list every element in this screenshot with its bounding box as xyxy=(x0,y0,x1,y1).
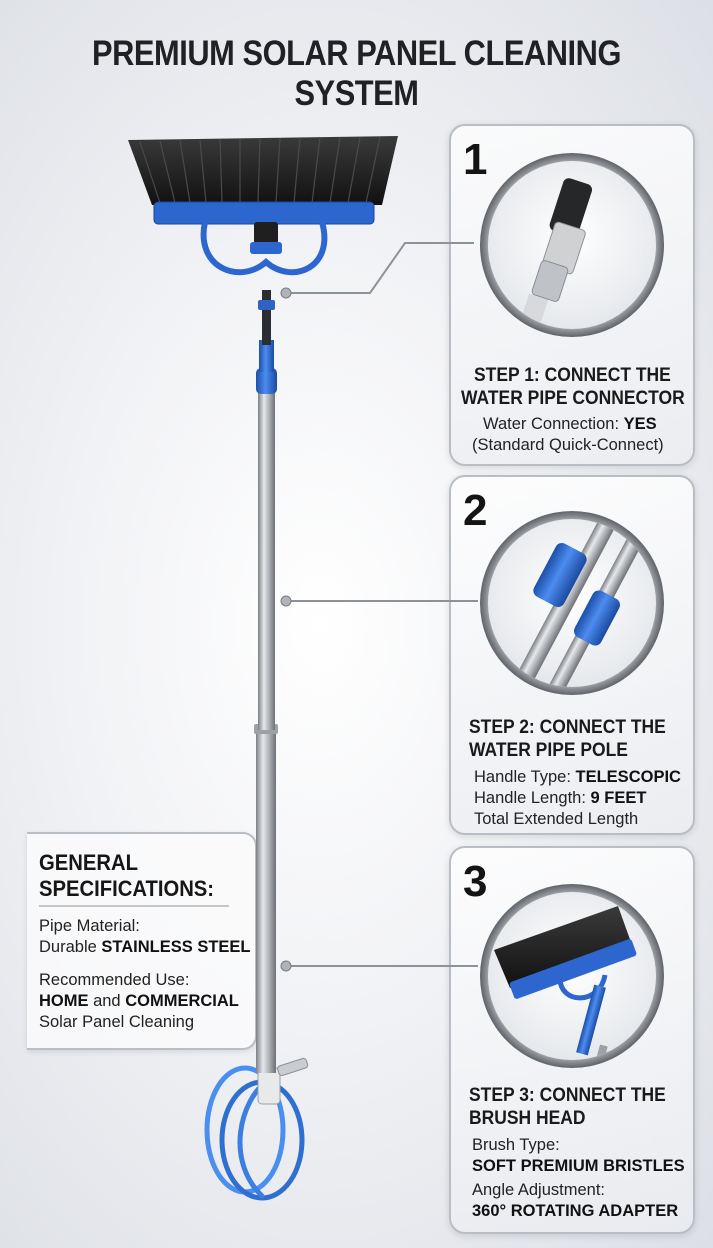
step-3-brush-type-label: Brush Type: xyxy=(472,1136,560,1154)
step-2-number: 2 xyxy=(463,486,488,535)
callout-line-step-1 xyxy=(280,242,474,299)
step-3-brush-type-value: SOFT PREMIUM BRISTLES xyxy=(472,1157,685,1175)
step-2-title-line-2: WATER PIPE POLE xyxy=(469,740,628,761)
water-hose xyxy=(204,1065,305,1201)
brush-head xyxy=(128,136,398,276)
step-1-title-line-2: WATER PIPE CONNECTOR xyxy=(461,388,685,409)
callout-line-step-3 xyxy=(280,960,478,972)
step-2-title-line-1: STEP 2: CONNECT THE xyxy=(469,717,666,738)
step-3-number: 3 xyxy=(463,857,488,906)
pipe-material-label: Pipe Material: xyxy=(39,917,140,935)
brush-head-icon xyxy=(480,884,664,1068)
pipe-material-value: Durable STAINLESS STEEL xyxy=(39,938,251,956)
step-2-extended-length: Total Extended Length xyxy=(474,810,639,828)
step-1-number: 1 xyxy=(463,135,488,184)
recommended-use-label: Recommended Use: xyxy=(39,971,190,989)
telescopic-pole xyxy=(254,290,278,1073)
recommended-use-value: HOME and COMMERCIAL xyxy=(39,992,239,1010)
hose-connector xyxy=(257,1057,309,1105)
step-3-angle-value: 360° ROTATING ADAPTER xyxy=(472,1202,679,1220)
general-divider xyxy=(39,905,229,907)
step-3-title-line-2: BRUSH HEAD xyxy=(469,1108,586,1129)
general-specifications-title: GENERAL SPECIFICATIONS: xyxy=(39,850,215,901)
step-2-handle-length: Handle Length: 9 FEET xyxy=(474,789,647,807)
step-1-connection-type: (Standard Quick-Connect) xyxy=(472,436,664,454)
telescopic-pole-icon xyxy=(480,511,664,695)
step-1-water-connection: Water Connection: YES xyxy=(483,415,657,433)
callout-line-step-2 xyxy=(280,595,478,607)
page-title: PREMIUM SOLAR PANEL CLEANING SYSTEM xyxy=(92,34,621,113)
step-3-title-line-1: STEP 3: CONNECT THE xyxy=(469,1085,666,1106)
step-2-handle-type: Handle Type: TELESCOPIC xyxy=(474,768,681,786)
water-pipe-connector-icon xyxy=(480,153,664,337)
recommended-use-suffix: Solar Panel Cleaning xyxy=(39,1013,195,1031)
step-3-angle-label: Angle Adjustment: xyxy=(472,1181,605,1199)
general-specifications-panel xyxy=(27,832,257,1050)
step-1-title-line-1: STEP 1: CONNECT THE xyxy=(474,365,671,386)
